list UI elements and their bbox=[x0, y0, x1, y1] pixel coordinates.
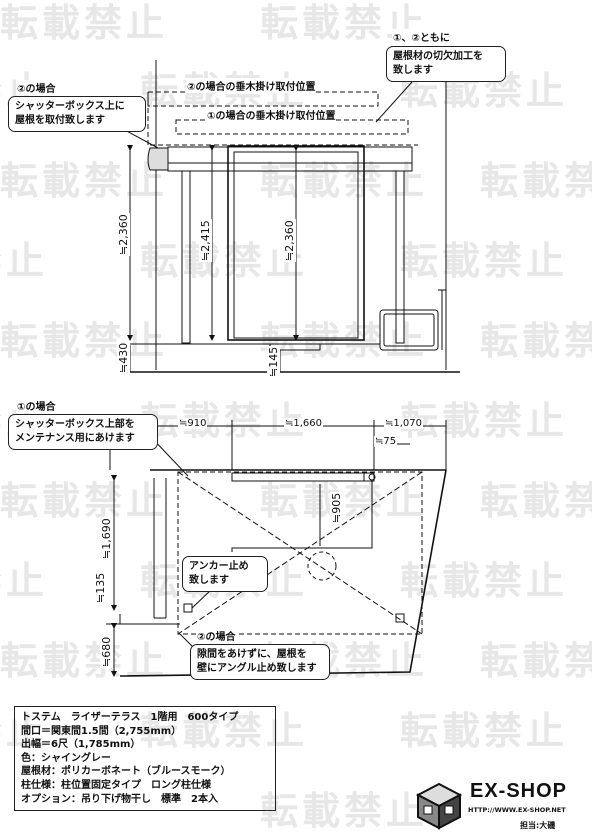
watermark-text: 転載禁止 bbox=[260, 789, 429, 833]
watermark-text: 転載禁止 bbox=[400, 399, 569, 443]
watermark-text: 転載禁止 bbox=[260, 159, 429, 203]
dim-1070: ≒1,070 bbox=[384, 418, 424, 429]
note-case2-heading: ②の場合 bbox=[16, 80, 57, 95]
dim-1660: ≒1,660 bbox=[284, 418, 324, 429]
watermark-text: 転載禁止 bbox=[480, 159, 592, 203]
watermark-text: 転載禁止 bbox=[140, 709, 309, 753]
logo-staff: 担当:大磯 bbox=[520, 821, 556, 830]
plan-view bbox=[106, 420, 447, 677]
dim-base: ≒430 bbox=[117, 341, 130, 374]
spec-line: オプション：吊り下げ物干し 標準 2本入 bbox=[21, 793, 218, 805]
spec-line: トステム ライザーテラス 1階用 600タイプ bbox=[21, 712, 239, 723]
dim-1690: ≒1,690 bbox=[100, 517, 113, 560]
note-both-line-2: 致します bbox=[393, 65, 433, 76]
watermark-text: 転載禁止 bbox=[0, 479, 169, 523]
rafter-case1-label: ①の場合の垂木掛け取付位置 bbox=[206, 107, 337, 122]
note-case2-line-2: 屋根を取付致します bbox=[15, 115, 105, 126]
note-both-box: 屋根材の切欠加工を 致します bbox=[386, 46, 506, 82]
plan-note-case2-line-1: 隙間をあけずに、屋根を bbox=[197, 649, 307, 660]
watermark-text: 転載禁止 bbox=[0, 1, 169, 45]
logo-url: HTTP://WWW.EX-SHOP.NET bbox=[468, 806, 566, 814]
spec-box: トステム ライザーテラス 1階用 600タイプ 間口＝関東間1.5間（2,755… bbox=[14, 706, 276, 812]
watermark-text: 転載禁止 bbox=[0, 159, 169, 203]
cube-logo-icon bbox=[415, 782, 463, 830]
note-both-heading: ①、②ともに bbox=[392, 29, 451, 44]
watermark-text: 転載禁止 bbox=[140, 399, 309, 443]
dim-75: ≒75 bbox=[374, 436, 398, 447]
dim-height-post: ≒2,415 bbox=[199, 219, 212, 262]
dim-height-left: ≒2,360 bbox=[117, 213, 130, 256]
note-case2-line-1: シャッターボックス上に bbox=[15, 101, 125, 112]
anchor-note-line-1: アンカー止め bbox=[189, 561, 249, 572]
watermark-text: 転載禁止 bbox=[0, 559, 49, 603]
watermark-text: 転載禁止 bbox=[480, 639, 592, 683]
plan-note-case1-box: シャッターボックス上部を メンテナンス用にあけます bbox=[8, 414, 158, 450]
watermark-text: 転載禁止 bbox=[400, 559, 569, 603]
note-both-line-1: 屋根材の切欠加工を bbox=[393, 51, 483, 62]
watermark-text: 転載禁止 bbox=[140, 239, 309, 283]
dim-135: ≒135 bbox=[94, 571, 107, 604]
spec-line: 出幅＝6尺（1,785mm） bbox=[21, 739, 141, 751]
spec-line: 間口＝関東間1.5間（2,755mm） bbox=[21, 725, 182, 737]
dim-height-door: ≒2,360 bbox=[283, 219, 296, 262]
watermark-text: 転載禁止 bbox=[0, 319, 169, 363]
ex-shop-logo: EX-SHOP HTTP://WWW.EX-SHOP.NET 担当:大磯 bbox=[412, 778, 582, 834]
anchor-note-line-2: 致します bbox=[189, 575, 229, 586]
watermark-text: 転載禁止 bbox=[400, 709, 569, 753]
plan-note-case1-line-2: メンテナンス用にあけます bbox=[15, 433, 135, 444]
plan-note-case1-line-1: シャッターボックス上部を bbox=[15, 419, 135, 430]
rafter-case2-label: ②の場合の垂木掛け取付位置 bbox=[186, 78, 317, 93]
plan-note-case2-box: 隙間をあけずに、屋根を 壁にアングル止め致します bbox=[190, 644, 330, 680]
spec-line: 柱仕様：柱位置固定タイプ ロング柱仕様 bbox=[21, 779, 211, 791]
watermark-text: 転載禁止 bbox=[480, 319, 592, 363]
dim-step: ≒145 bbox=[267, 345, 280, 378]
logo-name: EX-SHOP bbox=[470, 780, 568, 802]
dim-910: ≒910 bbox=[178, 418, 208, 429]
dim-905: ≒905 bbox=[330, 491, 343, 524]
watermark-text: 転載禁止 bbox=[480, 479, 592, 523]
dim-680: ≒680 bbox=[100, 635, 113, 668]
watermark-text: 転載禁止 bbox=[260, 319, 429, 363]
note-case2-box: シャッターボックス上に 屋根を取付致します bbox=[8, 96, 146, 132]
anchor-note-box: アンカー止め 致します bbox=[182, 556, 268, 592]
watermark-text: 転載禁止 bbox=[0, 709, 49, 753]
spec-line: 色：シャイングレー bbox=[21, 752, 111, 764]
watermark-text: 転載禁止 bbox=[0, 239, 49, 283]
plan-note-case2-heading: ②の場合 bbox=[196, 628, 237, 643]
plan-note-case1-heading: ①の場合 bbox=[16, 398, 57, 413]
spec-line: 屋根材：ポリカーボネート（ブルースモーク） bbox=[21, 766, 231, 778]
watermark-text: 転載禁止 bbox=[400, 239, 569, 283]
plan-note-case2-line-2: 壁にアングル止め致します bbox=[197, 663, 317, 674]
